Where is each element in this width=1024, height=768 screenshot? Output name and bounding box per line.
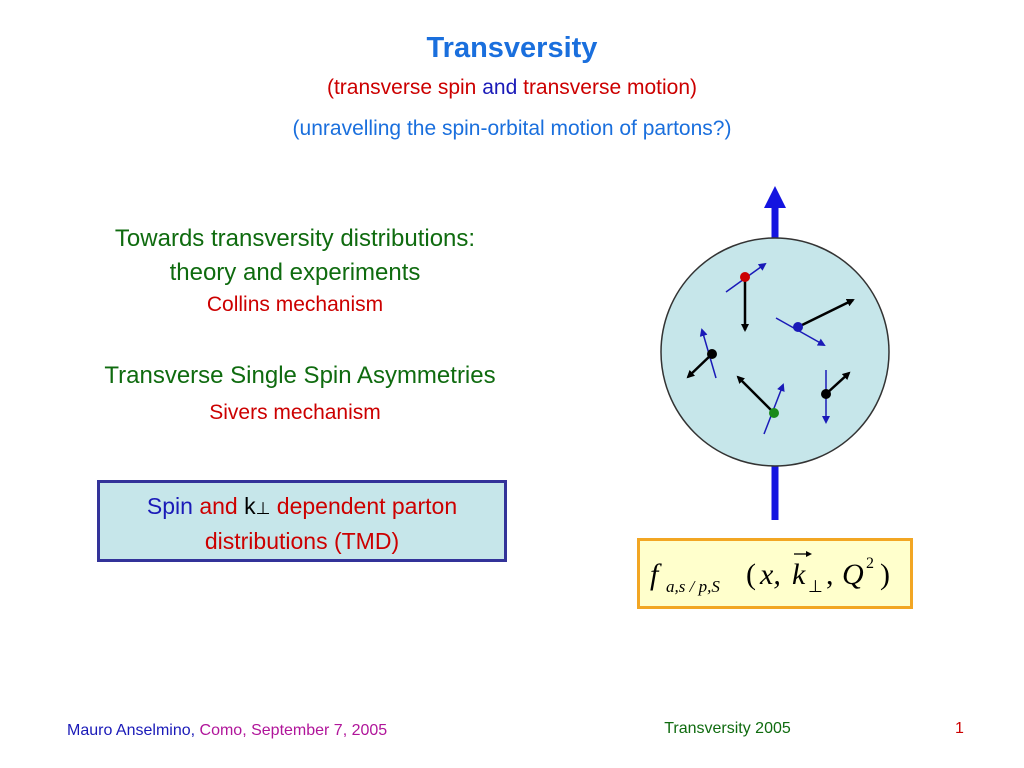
subtitle-transverse-spin: transverse spin [333,76,477,99]
footer-event: Transversity 2005 [664,720,791,737]
footer-date: September 7, 2005 [251,722,388,739]
formula-subscript: a,s / p,S [666,577,720,596]
tmd-k: k [244,493,256,519]
footer-place: Como, [199,722,247,739]
tmd-box-line-1: Spin and k⊥ dependent parton [100,490,504,525]
proton-sphere [660,237,890,467]
formula-exponent: 2 [866,555,874,572]
parton-green-icon [736,375,785,435]
section-1-heading: Towards transversity distributions: theo… [40,222,550,290]
section-1-heading-line-1: Towards transversity distributions: [114,225,476,252]
tmd-word-spin: Spin [146,493,193,519]
section-1-heading-line-2: theory and experiments [169,259,421,286]
subtitle-and: and [482,76,518,99]
proton-spin-diagram [660,186,890,520]
sivers-mechanism-label: Sivers mechanism [209,401,381,424]
formula-perp: ⊥ [808,577,823,596]
tmd-k-symbol: k⊥ [244,493,270,519]
subtitle-transverse-motion: transverse motion [523,76,691,99]
formula-open-paren: ( [746,558,756,591]
tmd-perp: ⊥ [255,499,271,518]
tmd-word-and: and [199,493,238,519]
formula-Q: Q [842,558,864,591]
subtitle-line-1: (transverse spin and transverse motion) [0,76,1024,100]
collins-mechanism-label: Collins mechanism [206,293,384,316]
formula-k: k [792,558,806,591]
page-number: 1 [955,720,964,737]
tmd-rest-line-1: dependent parton [276,493,458,519]
footer-author: Mauro Anselmino, [67,722,196,739]
subtitle-open-paren: ( [326,76,334,99]
parton-red-icon [725,262,767,332]
footer-author-line: Mauro Anselmino, Como, September 7, 2005 [67,722,387,740]
parton-black-left-icon [686,328,717,379]
tmd-formula: f a,s / p,S ( x, k ⊥ , Q 2 ) [650,551,890,596]
subtitle-close-paren: ) [690,76,698,99]
formula-f: f [650,558,662,591]
section-2-heading: Transverse Single Spin Asymmetries [104,362,496,389]
tmd-box-line-2: distributions (TMD) [204,528,400,554]
formula-comma: , [826,558,834,591]
parton-blue-icon [775,298,855,346]
formula-close-paren: ) [880,558,890,591]
slide-title: Transversity [426,32,598,64]
tmd-box: Spin and k⊥ dependent parton distributio… [97,480,507,562]
formula-x: x, [759,558,781,591]
vector-arrow-icon [794,551,812,557]
subtitle-line-2: (unravelling the spin-orbital motion of … [292,117,732,140]
tmd-formula-box: f a,s / p,S ( x, k ⊥ , Q 2 ) [637,538,913,609]
parton-black-right-icon [821,370,851,424]
